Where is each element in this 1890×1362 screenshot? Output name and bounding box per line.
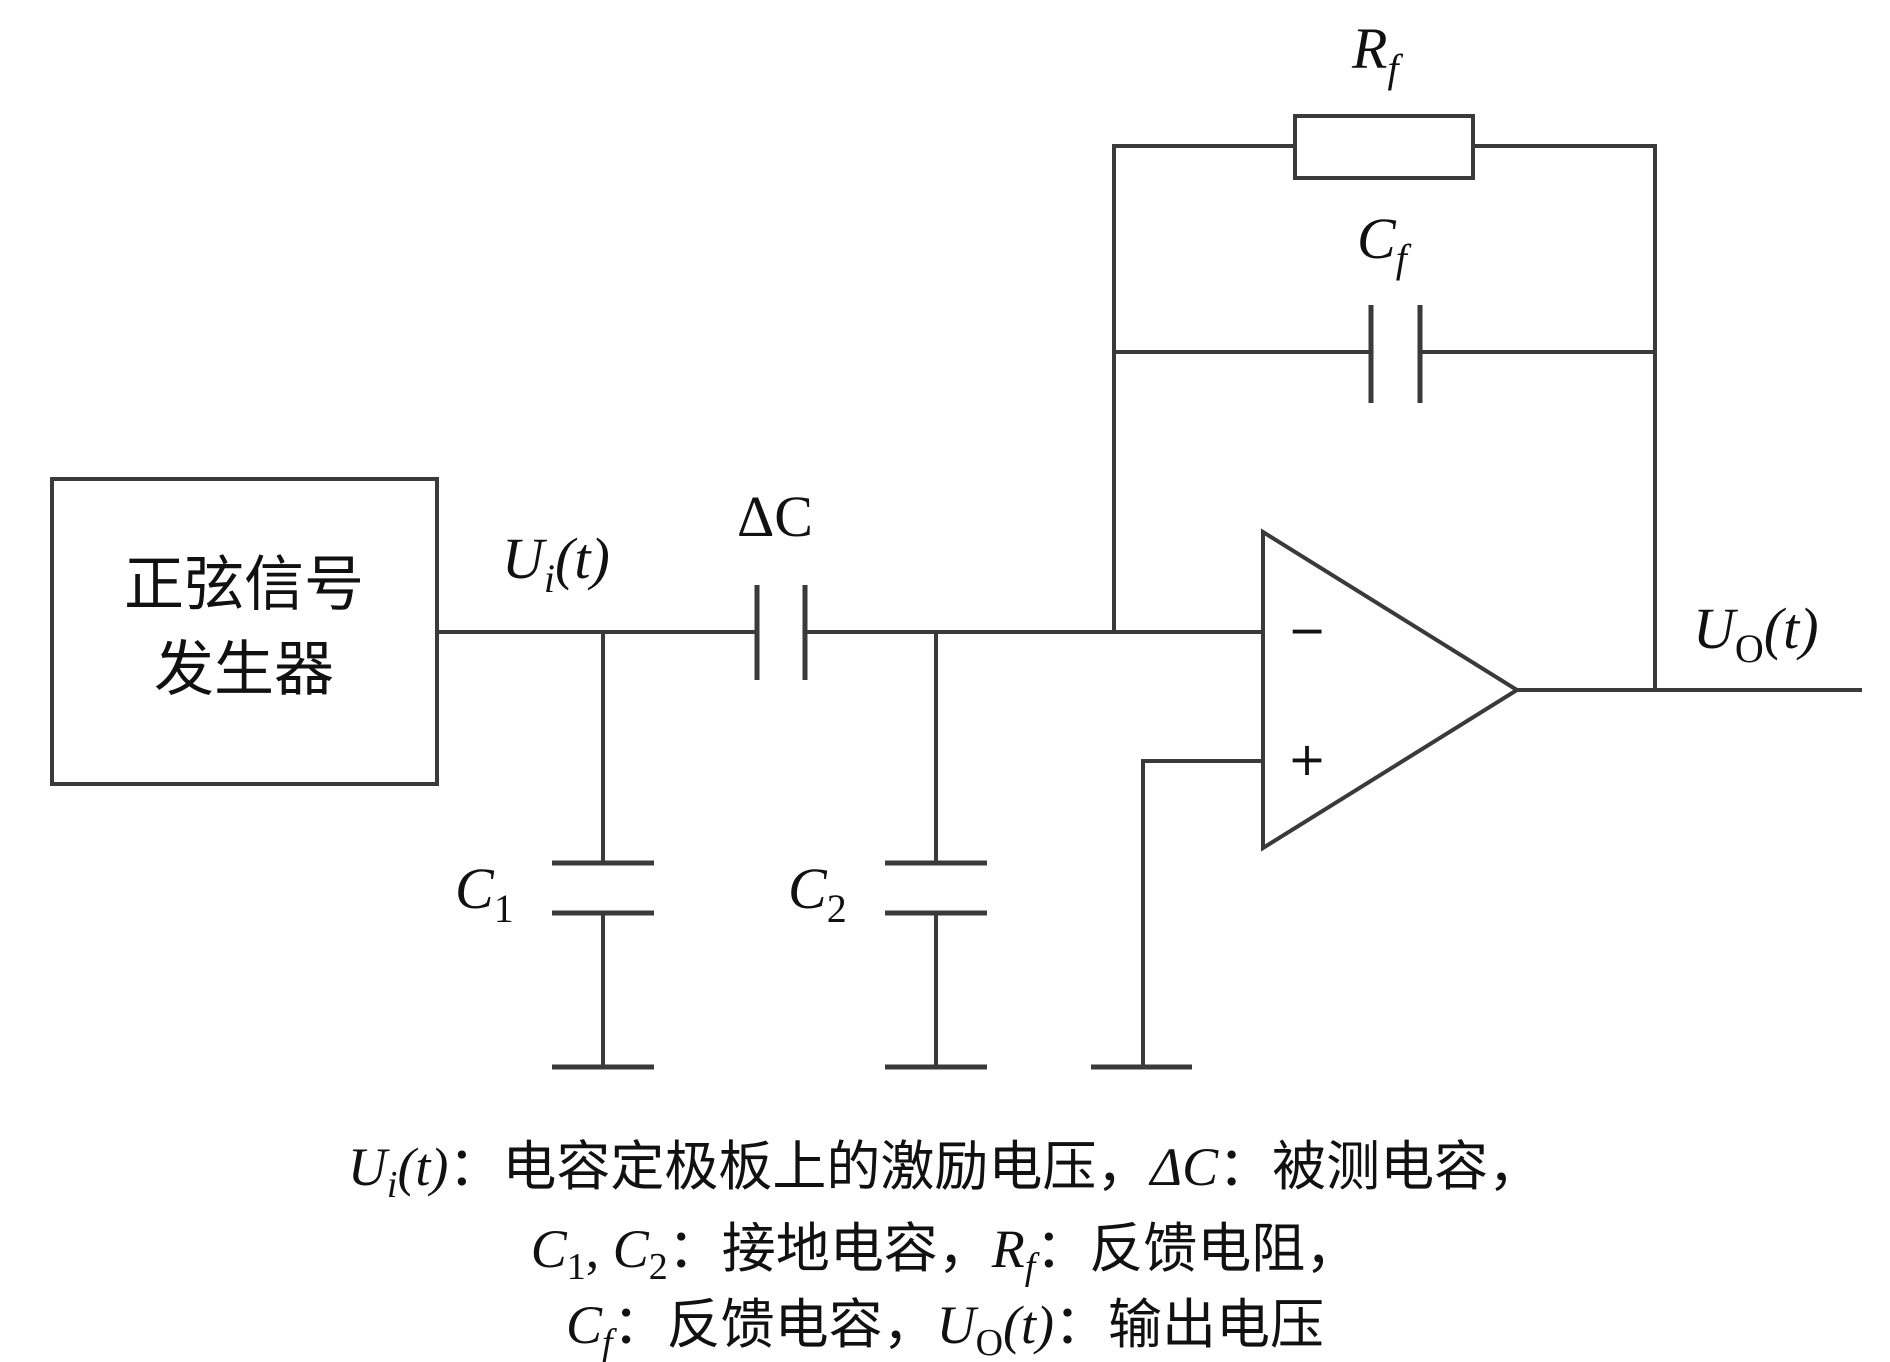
cap3-cf: C [566,1295,603,1355]
opamp-plus-sign: + [1288,732,1327,786]
label-c2-main: C [788,856,828,921]
cap3-uo-sub: O [976,1322,1003,1362]
cap2-rf: R [991,1219,1025,1279]
cap3-text2: ：输出电压 [1054,1293,1324,1356]
label-c1-sub: 1 [494,886,514,931]
label-uo-main: U [1693,596,1739,661]
label-uo-arg: (t) [1764,596,1819,661]
generator-label-line1: 正弦信号 [124,550,364,620]
label-delta-c: ΔC [737,484,813,549]
label-cf-main: C [1357,206,1397,271]
label-delta-c-main: ΔC [737,484,813,549]
cap1-u: U [348,1137,390,1197]
opamp-minus-sign: − [1288,603,1327,657]
cap2-sep: , [586,1219,613,1279]
cap2-c1-sub: 1 [567,1246,586,1288]
label-ui-main: U [502,526,548,591]
cap2-c2: C [613,1219,650,1279]
cap2-c1: C [531,1219,568,1279]
label-input-voltage: Ui(t) [502,526,610,601]
cap1-u-arg: (t) [397,1137,448,1197]
cap2-text1: ：接地电容， [668,1217,992,1280]
cap1-text1: ：电容定极板上的激励电压， [448,1135,1150,1198]
label-rf-sub: f [1387,46,1403,91]
label-c2: C2 [788,856,847,931]
label-c1-main: C [455,856,495,921]
label-c2-sub: 2 [827,886,847,931]
cap1-dc: ΔC [1148,1137,1219,1197]
label-output-voltage: UO(t) [1693,596,1819,671]
cap3-uo: U [937,1295,979,1355]
label-ui-sub: i [544,556,555,601]
caption-line2: C1, C2：接地电容，Rf：反馈电阻， [531,1217,1360,1288]
cap2-text2: ：反馈电阻， [1035,1217,1359,1280]
signal-generator-box [50,477,439,786]
label-c1: C1 [455,856,514,931]
caption-line3: Cf：反馈电容，UO(t)：输出电压 [566,1293,1324,1362]
cap3-uo-arg: (t) [1003,1295,1054,1355]
generator-label-line2: 发生器 [154,635,334,705]
cap1-u-sub: i [387,1164,398,1206]
opamp-triangle [1261,528,1521,852]
label-ui-arg: (t) [555,526,610,591]
label-cf-sub: f [1396,236,1412,281]
label-rf: Rf [1351,16,1403,91]
cap2-c2-sub: 2 [649,1246,668,1288]
rf-resistor [1293,114,1475,180]
label-cf: Cf [1357,206,1412,281]
label-rf-main: R [1351,16,1387,81]
caption-line1: Ui(t)：电容定极板上的激励电压，ΔC：被测电容， [348,1135,1542,1206]
cap1-text2: ：被测电容， [1218,1135,1542,1198]
cap3-text1: ：反馈电容， [613,1293,937,1356]
label-uo-sub: O [1735,626,1764,671]
